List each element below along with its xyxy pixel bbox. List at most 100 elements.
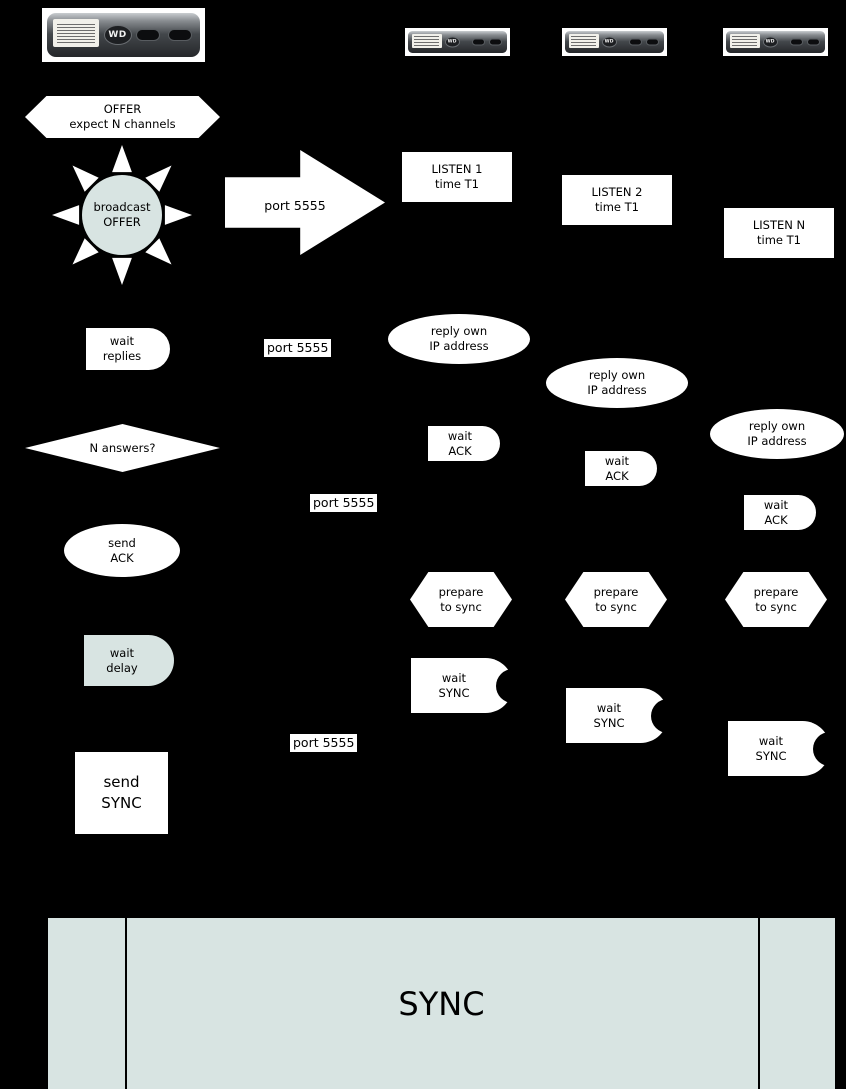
reply-1-line1: reply own [430,324,488,338]
prepare-sync-node-2: prepare to sync [565,572,667,627]
device-buttons-icon [468,38,502,46]
wait-sync-1-line2: SYNC [438,685,470,700]
wait-sync-2-line1: wait [596,700,622,715]
wait-replies-node: wait replies [86,328,170,370]
port-label-sync: port 5555 [290,734,358,752]
device-sticker [412,33,442,49]
device-buttons-icon [128,29,193,41]
device-sticker [730,33,760,49]
sync-bar-divider-2 [758,918,760,1089]
reply-1-line2: IP address [429,339,489,353]
offer-node: OFFER expect N channels [25,96,220,138]
port-label-reply: port 5555 [264,339,332,357]
wait-sync-n-line1: wait [758,733,784,748]
wait-ack-n-line2: ACK [764,512,788,527]
wd-logo-text: WD [447,39,457,45]
n-answers-decision-node: N answers? [25,424,220,472]
send-ack-node: send ACK [64,524,180,577]
sync-timeline-bar: SYNC [48,918,835,1089]
reply-2-line1: reply own [588,368,646,382]
broadcast-offer-node: broadcast OFFER [47,140,197,290]
wait-sync-node-1: wait SYNC [411,658,530,713]
listen-node-n: LISTEN N time T1 [724,208,834,258]
device-body: WD [408,30,507,54]
device-buttons-icon [786,38,820,46]
listen-2-line1: LISTEN 2 [591,185,643,199]
reply-ip-node-1: reply own IP address [388,314,530,364]
reply-ip-node-2: reply own IP address [546,358,688,408]
device-body: WD [565,30,664,54]
send-sync-line1: send [103,773,140,791]
prepare-n-line2: to sync [755,599,797,614]
sync-bar-divider-1 [125,918,127,1089]
wd-logo-icon: WD [601,36,617,48]
reply-n-line1: reply own [748,419,806,433]
listen-2-line2: time T1 [595,200,639,214]
sync-bar-label: SYNC [398,984,485,1023]
prepare-sync-node-n: prepare to sync [725,572,827,627]
prepare-1-line1: prepare [438,584,484,599]
wait-sync-notch [496,668,530,703]
offer-line2: expect N channels [69,117,176,131]
device-body: WD [46,13,201,57]
listen-node-2: LISTEN 2 time T1 [562,175,672,225]
wait-replies-line1: wait [109,334,135,348]
wd-logo-text: WD [765,39,775,45]
client-device-image-n: WD [723,28,828,56]
wd-logo-icon: WD [103,25,132,45]
listen-1-line1: LISTEN 1 [431,162,483,176]
wait-delay-line2: delay [106,660,138,675]
wd-logo-icon: WD [762,36,778,48]
wait-ack-n-line1: wait [763,497,789,512]
listen-node-1: LISTEN 1 time T1 [402,152,512,202]
wait-ack-node-2: wait ACK [585,451,657,486]
broadcast-line1: broadcast [93,200,151,214]
wait-ack-1-line2: ACK [448,443,472,458]
wait-sync-notch [651,698,685,733]
send-sync-line2: SYNC [101,794,142,812]
prepare-2-line2: to sync [595,599,637,614]
offer-line1: OFFER [103,102,142,116]
wait-ack-node-n: wait ACK [744,495,816,530]
wait-ack-1-line1: wait [447,428,473,443]
wait-ack-2-line2: ACK [605,468,629,483]
wait-sync-1-line1: wait [441,670,467,685]
prepare-1-line2: to sync [440,599,482,614]
wait-sync-2-line2: SYNC [593,715,625,730]
prepare-sync-node-1: prepare to sync [410,572,512,627]
wd-logo-icon: WD [444,36,460,48]
client-device-image-2: WD [562,28,667,56]
n-answers-label: N answers? [89,440,156,455]
wd-logo-text: WD [604,39,614,45]
wait-replies-line2: replies [102,349,142,363]
broadcast-sun-icon [52,145,192,285]
broadcast-offer-label: broadcast OFFER [47,140,197,290]
wait-delay-line1: wait [109,645,135,660]
port-label-offer: port 5555 [264,198,326,213]
wait-sync-node-2: wait SYNC [566,688,685,743]
wd-logo-text: WD [108,30,127,40]
wait-sync-node-n: wait SYNC [728,721,846,776]
listen-n-line1: LISTEN N [752,218,806,232]
device-sticker [569,33,599,49]
reply-n-line2: IP address [747,434,807,448]
listen-n-line2: time T1 [757,233,801,247]
listen-1-line2: time T1 [435,177,479,191]
broadcast-arrow-icon: port 5555 [225,150,385,255]
wait-ack-2-line1: wait [604,453,630,468]
prepare-n-line1: prepare [753,584,799,599]
send-ack-line2: ACK [110,550,134,565]
reply-2-line2: IP address [587,383,647,397]
client-device-image-1: WD [405,28,510,56]
device-sticker [53,19,99,48]
device-buttons-icon [625,38,659,46]
wait-delay-node: wait delay [84,635,174,686]
port-label-ack: port 5555 [310,494,378,512]
send-ack-line1: send [108,535,136,550]
server-device-image: WD [42,8,205,62]
send-sync-node: send SYNC [75,752,168,834]
wait-sync-notch [813,731,846,766]
device-body: WD [726,30,825,54]
prepare-2-line1: prepare [593,584,639,599]
